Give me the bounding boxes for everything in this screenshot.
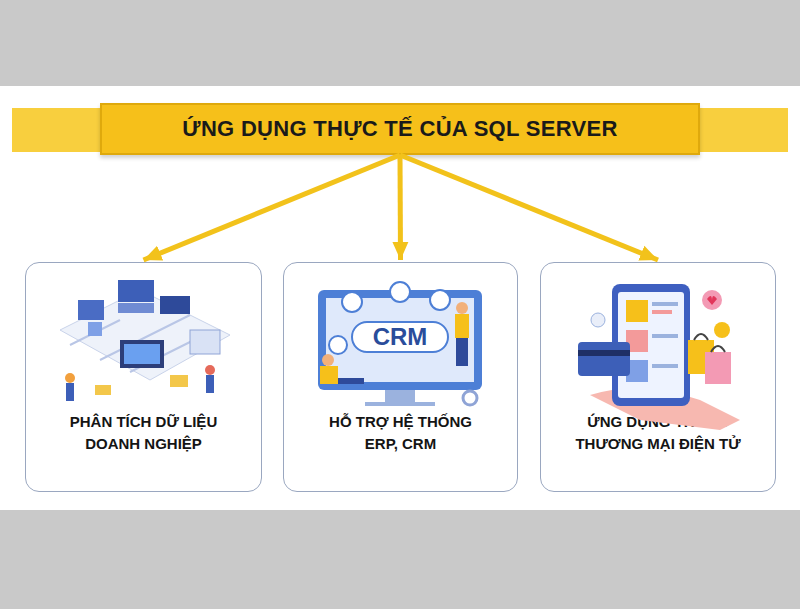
application-box: PHÂN TÍCH DỮ LIỆU DOANH NGHIỆP: [25, 262, 262, 492]
box-label: HỖ TRỢ HỆ THỐNG ERP, CRM: [311, 411, 491, 455]
connector-arrow: [144, 155, 401, 260]
box-label: ỨNG DỤNG TRONG THƯƠNG MẠI ĐIỆN TỬ: [568, 411, 748, 455]
connector-arrow: [398, 155, 404, 260]
connector-arrow: [400, 155, 658, 260]
application-box: HỖ TRỢ HỆ THỐNG ERP, CRM: [283, 262, 518, 492]
title-box: ỨNG DỤNG THỰC TẾ CỦA SQL SERVER: [100, 103, 700, 155]
title-text: ỨNG DỤNG THỰC TẾ CỦA SQL SERVER: [182, 116, 617, 142]
box-label: PHÂN TÍCH DỮ LIỆU DOANH NGHIỆP: [54, 411, 234, 455]
application-box: ỨNG DỤNG TRONG THƯƠNG MẠI ĐIỆN TỬ: [540, 262, 776, 492]
screen-label: CRM: [373, 323, 428, 351]
